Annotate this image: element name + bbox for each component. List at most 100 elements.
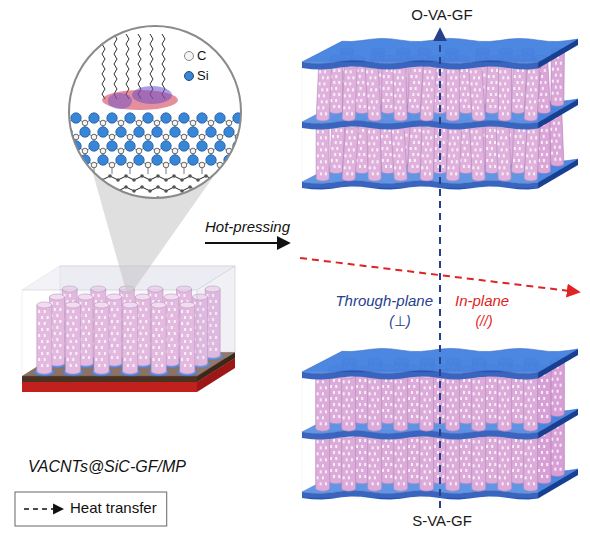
c-atom <box>163 134 169 140</box>
tube-pore <box>551 438 553 441</box>
tube-pore <box>552 68 554 71</box>
glass-front <box>22 290 197 376</box>
c-atom <box>262 148 268 154</box>
c-atom <box>163 162 169 168</box>
c-atom <box>236 174 240 178</box>
c-atom <box>108 196 112 200</box>
tube-pore <box>555 128 557 131</box>
c-atom <box>109 134 115 140</box>
atomic-inset <box>53 26 283 204</box>
lattice-bond <box>67 160 76 165</box>
c-atom <box>91 134 97 140</box>
tube-pore <box>554 432 556 435</box>
c-atom <box>181 134 187 140</box>
tube-pore <box>560 86 562 89</box>
si-atom <box>116 155 126 165</box>
si-atom <box>89 113 99 123</box>
c-atom <box>212 178 216 182</box>
heater-plate <box>22 382 197 392</box>
c-atom <box>109 162 115 168</box>
lattice-bond <box>256 137 257 146</box>
si-atom <box>179 113 189 123</box>
c-atom <box>140 185 144 189</box>
c-atom <box>64 148 70 154</box>
lattice-bond <box>256 146 265 151</box>
tube-pore <box>543 147 545 150</box>
lattice-bond <box>247 118 256 123</box>
c-atom <box>220 185 224 189</box>
si-atom <box>152 155 162 165</box>
si-atom <box>125 113 135 123</box>
c-atom <box>124 196 128 200</box>
tube-pore <box>555 86 557 89</box>
tube-pore <box>555 140 557 143</box>
c-atom <box>199 134 205 140</box>
si-atom <box>98 155 108 165</box>
c-atom <box>82 120 88 126</box>
c-atom <box>60 174 64 178</box>
lattice-bond <box>256 165 257 174</box>
tube-pore <box>551 462 553 465</box>
tube-pore <box>541 165 543 168</box>
lattice-bond <box>229 160 238 165</box>
c-atom <box>100 200 104 204</box>
c-atom <box>172 120 178 126</box>
tube-pore <box>553 134 555 137</box>
tube-pore <box>555 62 557 65</box>
tube-pore <box>560 98 562 101</box>
c-atom <box>92 185 96 189</box>
c-atom <box>82 148 88 154</box>
si-atom <box>80 127 90 137</box>
c-atom <box>132 189 136 193</box>
c-atom <box>199 162 205 168</box>
lattice-bond <box>58 146 67 151</box>
tube-pore <box>557 462 559 465</box>
tube-pore <box>557 68 559 71</box>
si-atom <box>107 141 117 151</box>
tube-pore <box>551 140 553 143</box>
c-atom <box>271 162 277 168</box>
tube-pore <box>560 468 562 471</box>
c-atom <box>228 178 232 182</box>
lattice-bond <box>67 146 76 151</box>
c-atom <box>127 162 133 168</box>
c-atom <box>84 200 88 204</box>
c-atom <box>188 174 192 178</box>
c-atom <box>84 178 88 182</box>
lattice-bond <box>265 123 266 132</box>
c-atom <box>76 196 80 200</box>
c-atom <box>136 120 142 126</box>
c-atom <box>244 178 248 182</box>
c-atom <box>124 185 128 189</box>
lattice-bond <box>58 118 67 123</box>
c-atom <box>145 134 151 140</box>
c-atom <box>164 200 168 204</box>
lattice-bond <box>238 165 239 174</box>
tube-pore <box>556 152 558 155</box>
c-atom <box>172 148 178 154</box>
c-atom <box>68 178 72 182</box>
si-atom <box>242 127 252 137</box>
si-atom <box>242 155 252 165</box>
si-atom <box>71 113 81 123</box>
si-atom <box>152 127 162 137</box>
c-atom <box>204 174 208 178</box>
tube-pore <box>559 158 561 161</box>
c-atom <box>244 189 248 193</box>
c-atom <box>148 200 152 204</box>
c-atom <box>204 185 208 189</box>
c-atom <box>228 189 232 193</box>
c-atom <box>148 178 152 182</box>
tube-pore <box>546 141 548 144</box>
c-atom <box>68 189 72 193</box>
tube-pore <box>546 105 548 108</box>
si-atom <box>206 155 216 165</box>
c-atom <box>271 134 277 140</box>
graphene-sheet <box>62 187 246 191</box>
si-atom <box>161 141 171 151</box>
tube-pore <box>560 74 562 77</box>
tube-pore <box>560 444 562 447</box>
tube-pore <box>558 122 560 125</box>
c-atom <box>100 189 104 193</box>
